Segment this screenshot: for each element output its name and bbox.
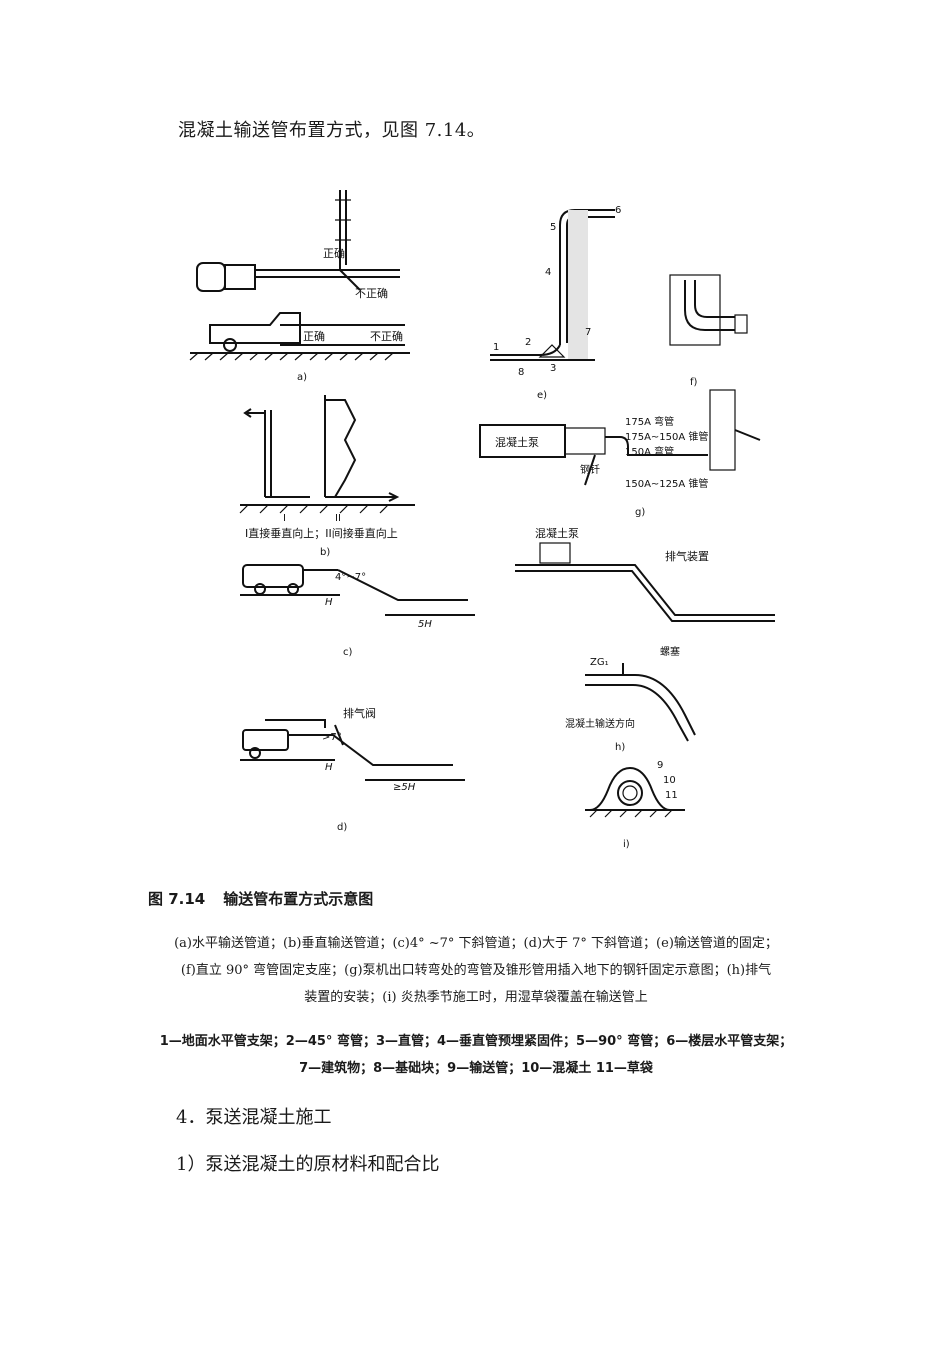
- label-h: h): [615, 742, 625, 753]
- label-i-10: 10: [663, 775, 676, 786]
- label-a: a): [297, 372, 307, 383]
- label-e-1: 1: [493, 342, 499, 353]
- label-e-7: 7: [585, 327, 591, 338]
- sub-caption-line: (f)直立 90° 弯管固定支座；(g)泵机出口转弯处的弯管及锥形管用插入地下的…: [180, 963, 772, 978]
- label-a-correct-2: 正确: [303, 330, 325, 343]
- legend-line: 7—建筑物；8—基础块；9—输送管；10—混凝土 11—草袋: [299, 1061, 653, 1076]
- label-c: c): [343, 647, 352, 658]
- label-i: i): [623, 839, 630, 850]
- label-b: b): [320, 547, 330, 558]
- panel-g: 混凝土泵 175A 弯管 175A~150A 锥管 150A 弯管 钢钎 150…: [479, 389, 761, 518]
- intro-paragraph: 混凝土输送管布置方式，见图 7.14。: [178, 120, 486, 141]
- label-g-150: 150A 弯管: [625, 445, 674, 458]
- panel-f: f): [669, 274, 748, 388]
- panel-d: 排气阀 >7° H ≥5H d): [240, 706, 465, 833]
- label-i-11: 11: [665, 790, 678, 801]
- label-d-h: H: [325, 762, 333, 773]
- label-b-note: I直接垂直向上；II间接垂直向上: [245, 526, 398, 540]
- label-d-5h: ≥5H: [393, 782, 416, 793]
- panel-i: 9 10 11 i): [585, 760, 685, 850]
- label-g-steel: 钢钎: [580, 463, 600, 476]
- label-d-valve: 排气阀: [343, 706, 376, 720]
- label-exhaust: 排气装置: [665, 549, 709, 563]
- figure-7-14: 正确 不正确 正确 不正确 a) I II I直接垂直向上；II间接垂直向上 b…: [185, 185, 785, 865]
- label-e-2: 2: [525, 337, 531, 348]
- label-g-pump: 混凝土泵: [495, 435, 539, 449]
- panel-exhaust: 混凝土泵 排气装置: [515, 526, 775, 622]
- subsection-heading: 1）泵送混凝土的原材料和配合比: [176, 1154, 440, 1175]
- label-i-9: 9: [657, 760, 663, 771]
- label-c-h: H: [325, 597, 333, 608]
- panel-c: 4°~7° H 5H c): [240, 564, 475, 658]
- label-e-3: 3: [550, 363, 556, 374]
- label-e-8: 8: [518, 367, 524, 378]
- label-h-direction: 混凝土输送方向: [565, 717, 635, 730]
- label-pump-2: 混凝土泵: [535, 526, 579, 540]
- label-d-angle: >7°: [322, 732, 342, 743]
- label-d: d): [337, 822, 347, 833]
- panel-a: 正确 不正确 正确 不正确 a): [189, 190, 410, 383]
- label-b-roman-2: II: [335, 513, 341, 524]
- panel-e: 5 6 4 7 1 2 3 8 e): [490, 205, 621, 401]
- label-h-plug: 螺塞: [660, 645, 680, 658]
- figure-title: 输送管布置方式示意图: [223, 890, 374, 908]
- label-a-wrong-1: 不正确: [355, 287, 388, 300]
- label-e-5: 5: [550, 222, 556, 233]
- label-g-150-125: 150A~125A 锥管: [625, 477, 708, 490]
- figure-number: 图 7.14: [148, 890, 206, 908]
- sub-caption-line: 装置的安装；(i) 炎热季节施工时，用湿草袋覆盖在输送管上: [304, 990, 648, 1005]
- label-c-5h: 5H: [418, 619, 432, 630]
- label-a-wrong-2: 不正确: [370, 330, 403, 343]
- label-g: g): [635, 507, 645, 518]
- label-e: e): [537, 390, 547, 401]
- label-a-correct-1: 正确: [323, 247, 345, 260]
- label-g-175-150: 175A~150A 锥管: [625, 430, 708, 443]
- figure-drawing: 正确 不正确 正确 不正确 a) I II I直接垂直向上；II间接垂直向上 b…: [189, 190, 775, 850]
- sub-caption-line: (a)水平输送管道；(b)垂直输送管道；(c)4° ~7° 下斜管道；(d)大于…: [174, 936, 778, 951]
- label-f: f): [690, 377, 698, 388]
- section-heading: 4．泵送混凝土施工: [176, 1107, 332, 1128]
- label-e-4: 4: [545, 267, 551, 278]
- label-g-175: 175A 弯管: [625, 415, 674, 428]
- panel-b: I II I直接垂直向上；II间接垂直向上 b): [239, 395, 415, 558]
- figure-sub-caption: (a)水平输送管道；(b)垂直输送管道；(c)4° ~7° 下斜管道；(d)大于…: [140, 930, 812, 1011]
- label-h-zg: ZG₁: [590, 657, 609, 668]
- label-c-angle: 4°~7°: [335, 572, 366, 583]
- label-b-roman-1: I: [283, 513, 286, 524]
- legend-line: 1—地面水平管支架；2—45° 弯管；3—直管；4—垂直管预埋紧固件；5—90°…: [159, 1034, 793, 1049]
- figure-caption: 图 7.14 输送管布置方式示意图: [148, 888, 373, 909]
- figure-legend: 1—地面水平管支架；2—45° 弯管；3—直管；4—垂直管预埋紧固件；5—90°…: [140, 1028, 812, 1082]
- label-e-6: 6: [615, 205, 621, 216]
- panel-h: ZG₁ 螺塞 混凝土输送方向 h): [565, 645, 696, 753]
